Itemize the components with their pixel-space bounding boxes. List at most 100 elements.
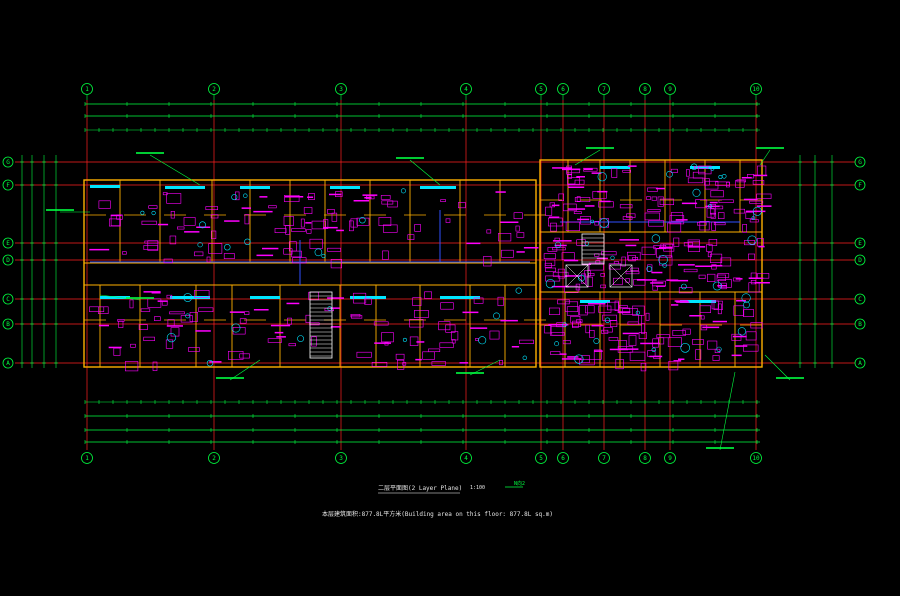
- room-label-mark: [565, 275, 581, 277]
- furniture-item: [309, 238, 323, 249]
- furniture-item: [667, 337, 682, 348]
- furniture-item: [562, 203, 577, 212]
- furniture-item: [622, 216, 633, 220]
- room-label-mark: [253, 210, 273, 213]
- furniture-item: [717, 212, 725, 220]
- room-label-mark: [305, 222, 312, 224]
- room-label-mark: [262, 247, 279, 250]
- room-label-mark: [591, 172, 602, 174]
- room-label-mark: [327, 297, 344, 299]
- room-label-mark: [196, 226, 211, 228]
- room-label-mark: [89, 248, 110, 251]
- room-label-mark: [562, 168, 581, 171]
- furniture-item: [699, 305, 711, 313]
- furniture-item: [177, 226, 185, 230]
- furniture-item: [756, 193, 772, 199]
- leader-note-mark: [126, 297, 154, 299]
- furniture-item: [167, 319, 175, 327]
- door-swing: [597, 172, 607, 182]
- room-label-mark: [656, 285, 666, 287]
- room-label-mark: [596, 257, 608, 260]
- furniture-item: [581, 355, 590, 363]
- room-label-mark: [640, 342, 660, 345]
- furniture-item: [640, 362, 647, 372]
- axis-bubble-col: [535, 83, 547, 95]
- room-label-mark: [734, 345, 748, 347]
- furniture-item: [381, 200, 394, 205]
- furniture-item: [711, 300, 719, 310]
- furniture-item: [147, 298, 162, 308]
- door-swing: [662, 263, 667, 268]
- door-swing: [402, 337, 407, 342]
- axis-label-row: A: [858, 360, 862, 367]
- furniture-item: [637, 314, 642, 325]
- furniture-item: [356, 351, 372, 358]
- window-strip: [350, 296, 386, 299]
- axis-label-col: 9: [668, 455, 672, 462]
- axis-label-col: 10: [752, 455, 760, 462]
- door-swing: [554, 341, 559, 347]
- axis-label-col: 6: [561, 86, 565, 93]
- furniture-item: [628, 335, 637, 346]
- door-swing: [493, 312, 500, 320]
- axis-label-col: 2: [212, 86, 216, 93]
- door-swing: [545, 279, 556, 289]
- room-label-mark: [659, 246, 673, 249]
- furniture-item: [451, 331, 459, 341]
- furniture-item: [516, 232, 525, 238]
- furniture-item: [499, 359, 503, 366]
- furniture-item: [515, 225, 520, 232]
- furniture-item: [188, 347, 200, 352]
- elevator-shaft: [565, 264, 589, 288]
- axis-label-col: 4: [464, 86, 468, 93]
- axis-bubble-row: [854, 179, 866, 191]
- room-label-mark: [625, 244, 637, 247]
- room-label-mark: [735, 278, 743, 280]
- furniture-item: [154, 316, 161, 321]
- door-swing: [741, 293, 751, 303]
- furniture-item: [600, 273, 605, 277]
- room-label-mark: [560, 353, 567, 355]
- furniture-item: [283, 248, 293, 255]
- axis-bubble-row: [2, 179, 14, 191]
- furniture-item: [205, 206, 219, 211]
- door-swing: [244, 238, 251, 246]
- furniture-item: [645, 312, 650, 321]
- room-label-mark: [655, 187, 665, 190]
- furniture-item: [641, 246, 656, 256]
- furniture-item: [598, 305, 612, 313]
- furniture-item: [584, 305, 595, 314]
- door-swing: [721, 174, 727, 179]
- leader-line: [149, 154, 201, 186]
- furniture-item: [306, 229, 312, 234]
- room-label-mark: [209, 361, 222, 363]
- furniture-item: [706, 244, 713, 252]
- leader-note-mark: [456, 372, 484, 374]
- leader-note-mark: [46, 209, 74, 211]
- door-swing: [707, 204, 713, 209]
- furniture-item: [627, 321, 639, 325]
- axis-bubble-row: [854, 293, 866, 305]
- furniture-item: [118, 320, 124, 328]
- furniture-item: [648, 220, 664, 227]
- furniture-item: [687, 177, 704, 184]
- axis-bubble-col: [460, 452, 472, 464]
- dimension-lines: [20, 102, 834, 444]
- furniture-item: [580, 216, 591, 225]
- furniture-item: [143, 245, 158, 250]
- furniture-item: [602, 314, 617, 321]
- annotation-leaders: [46, 147, 804, 494]
- furniture-item: [712, 355, 720, 361]
- furniture-item: [593, 349, 602, 360]
- axis-bubble-row: [854, 237, 866, 249]
- door-swing: [599, 218, 609, 228]
- leader-note-mark: [756, 147, 784, 149]
- door-swing: [692, 188, 701, 197]
- furniture-item: [647, 209, 661, 212]
- furniture-item: [381, 332, 394, 343]
- furniture-item: [439, 342, 454, 348]
- door-swing: [574, 354, 584, 364]
- axis-bubble-row: [854, 156, 866, 168]
- room-label-mark: [336, 229, 344, 232]
